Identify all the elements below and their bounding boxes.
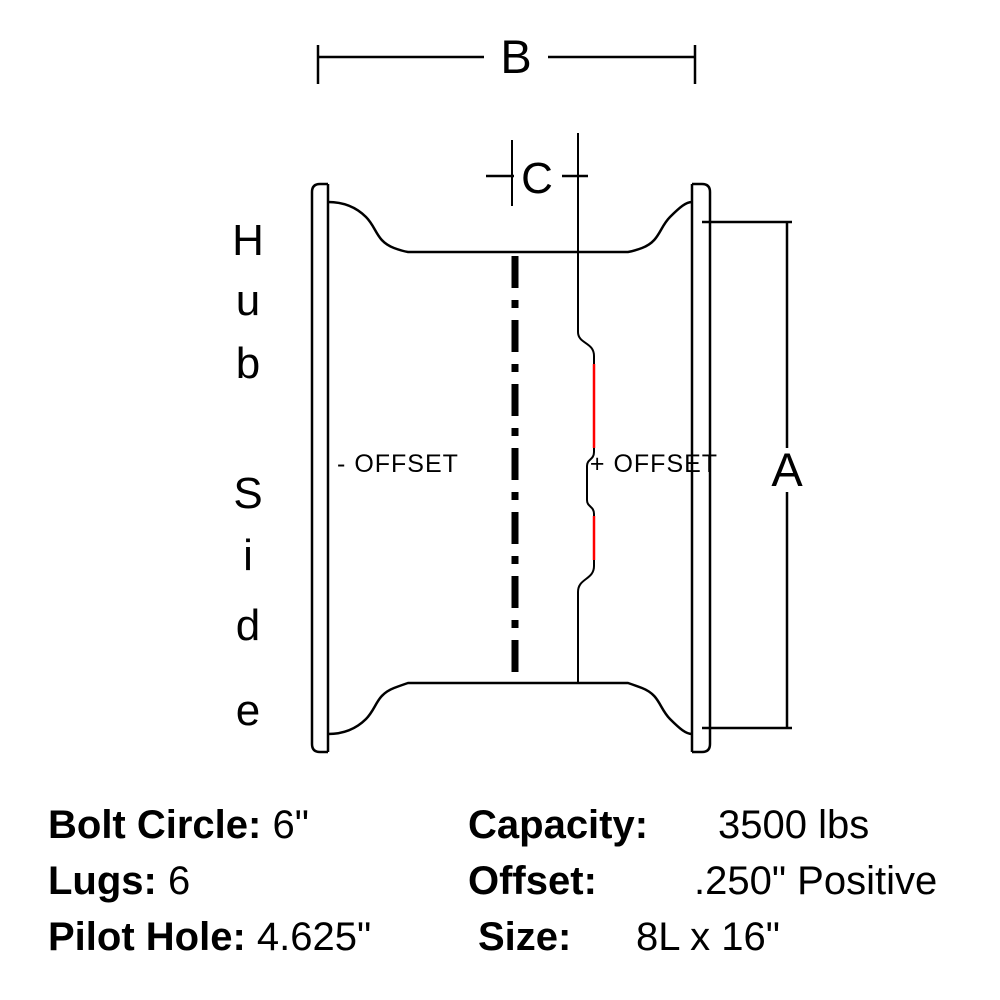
wheel-specs: Bolt Circle: 6" Capacity: 3500 lbs Lugs:… bbox=[0, 795, 1000, 995]
pilot-hole-label: Pilot Hole: bbox=[48, 915, 246, 959]
hub-side-letter: b bbox=[236, 339, 260, 388]
bolt-circle-label: Bolt Circle: bbox=[48, 803, 262, 847]
rim-left-flange-outer bbox=[310, 182, 328, 754]
spec-row: Pilot Hole: 4.625" Size: 8L x 16" bbox=[0, 915, 1000, 967]
size-value: 8L x 16" bbox=[636, 915, 780, 959]
spec-row: Bolt Circle: 6" Capacity: 3500 lbs bbox=[0, 803, 1000, 855]
disc-face-profile bbox=[577, 133, 595, 683]
pilot-hole-value: 4.625" bbox=[256, 915, 372, 959]
spec-left-pair: Bolt Circle: 6" bbox=[48, 803, 309, 848]
bolt-circle-value: 6" bbox=[272, 803, 309, 847]
rim-bottom-contour bbox=[327, 681, 693, 736]
spec-left-pair: Lugs: 6 bbox=[48, 859, 190, 904]
spec-left-pair: Pilot Hole: 4.625" bbox=[48, 915, 371, 960]
dim-c-label: C bbox=[521, 154, 553, 203]
hub-side-letter: H bbox=[232, 216, 264, 265]
dimension-b: B bbox=[316, 30, 697, 84]
capacity-value: 3500 lbs bbox=[718, 803, 870, 847]
lugs-value: 6 bbox=[168, 859, 191, 903]
rim-right-flange-outer bbox=[692, 182, 712, 754]
hub-side-letter: d bbox=[236, 601, 260, 650]
hub-side-letter: e bbox=[236, 686, 260, 735]
hub-side-letter: u bbox=[236, 276, 260, 325]
size-label: Size: bbox=[478, 915, 572, 959]
spec-row: Lugs: 6 Offset: .250" Positive bbox=[0, 859, 1000, 911]
wheel-cross-section-diagram: B C bbox=[232, 30, 803, 754]
offset-value: .250" Positive bbox=[694, 859, 938, 903]
dim-a-label: A bbox=[771, 443, 803, 496]
capacity-label: Capacity: bbox=[468, 803, 649, 847]
positive-offset-label: + OFFSET bbox=[590, 450, 718, 478]
rim-outline bbox=[310, 182, 712, 754]
hub-side-label: H u b S i d e bbox=[232, 216, 264, 735]
offset-label: Offset: bbox=[468, 859, 597, 903]
dim-b-label: B bbox=[500, 30, 531, 83]
hub-side-letter: S bbox=[233, 469, 262, 518]
lugs-label: Lugs: bbox=[48, 859, 157, 903]
dimension-a: A bbox=[702, 220, 803, 730]
negative-offset-label: - OFFSET bbox=[337, 450, 459, 478]
rim-top-contour bbox=[327, 200, 693, 254]
dimension-c: C bbox=[486, 140, 588, 206]
hub-side-letter: i bbox=[243, 531, 253, 580]
